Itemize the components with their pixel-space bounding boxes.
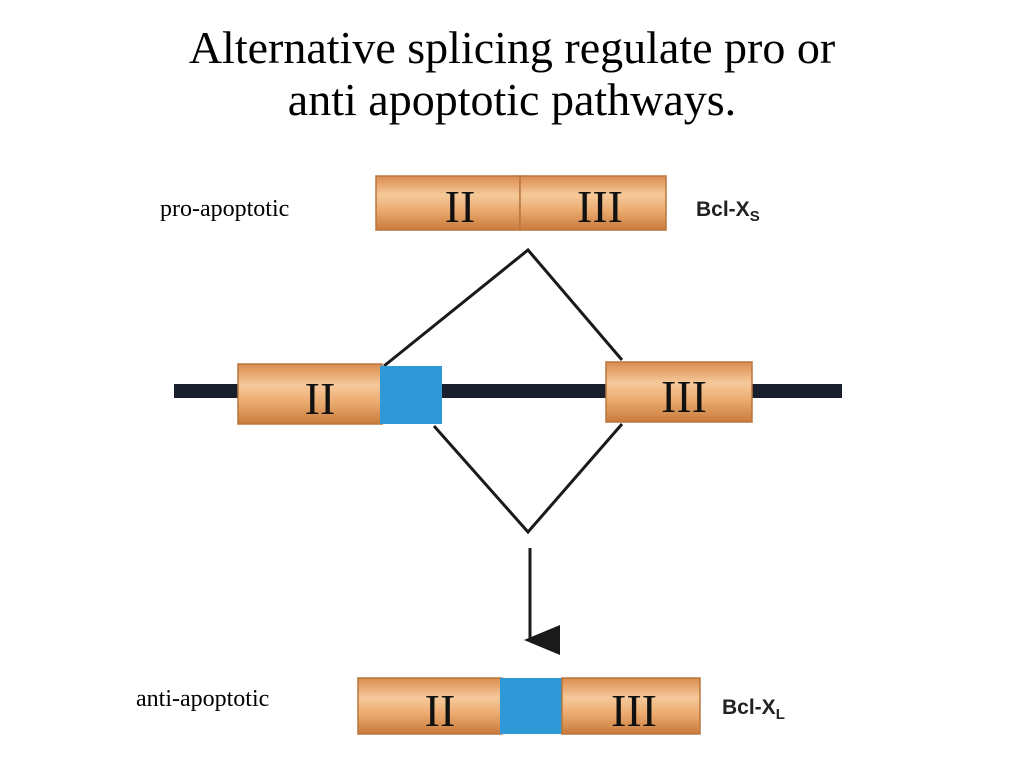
pro-apoptotic-label: pro-apoptotic — [160, 196, 290, 222]
pre-exon-ii-label: II — [305, 373, 336, 424]
anti-apoptotic-label: anti-apoptotic — [136, 686, 270, 712]
title-line-1: Alternative splicing regulate pro or — [188, 22, 836, 73]
pre-mrna: II III — [237, 361, 753, 425]
final-exon-iii-box — [561, 677, 701, 735]
bcl-xs-transcript: II III Bcl-XS — [375, 175, 760, 232]
exon-iii-box — [519, 175, 667, 231]
bcl-xl-label: Bcl-XL — [722, 696, 785, 723]
pre-exon-iii-box — [605, 361, 753, 423]
bcl-xl-transcript: II III Bcl-XL — [357, 677, 785, 736]
pre-exon-iii-label: III — [661, 371, 707, 422]
pre-exon-ii-box — [237, 363, 383, 425]
title-line-2: anti apoptotic pathways. — [287, 74, 737, 125]
exon-ii-box — [375, 175, 521, 231]
page-title: Alternative splicing regulate pro or ant… — [0, 22, 1024, 126]
bcl-xs-label: Bcl-XS — [696, 198, 760, 225]
splice-line-short — [383, 247, 624, 368]
final-exon-ii-label: II — [425, 685, 456, 736]
final-exon-ii-box — [357, 677, 503, 735]
exon-iii-label: III — [577, 181, 623, 232]
exon-ii-label: II — [445, 181, 476, 232]
final-exon-iii-label: III — [611, 685, 657, 736]
alternative-exon-box — [380, 366, 442, 424]
splice-line-long — [432, 423, 624, 535]
final-alternative-exon-box — [500, 678, 564, 734]
